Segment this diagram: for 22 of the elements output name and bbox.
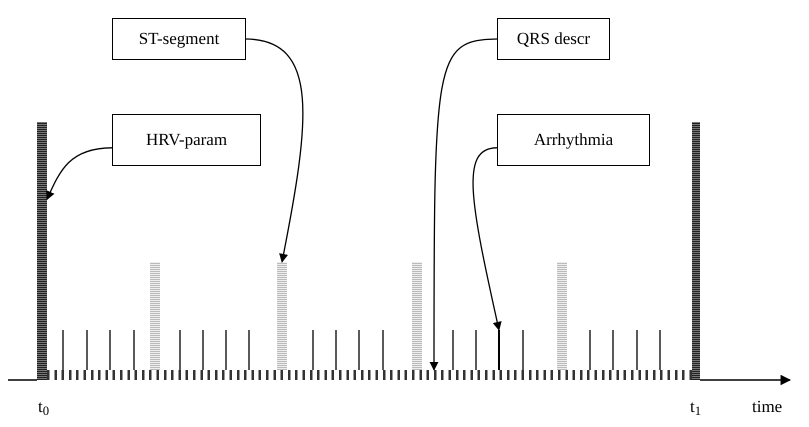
leader-arrow (472, 147, 502, 331)
segment-bar (277, 262, 287, 370)
segment-bar (557, 262, 567, 370)
axis-label: t$_{0}$ (38, 398, 50, 415)
segment-boundary-bar (692, 122, 700, 380)
box-text: ST-segment (138, 28, 220, 50)
leader-arrow (429, 38, 498, 371)
leader-arrow (246, 38, 304, 263)
segment-boundary-bar (37, 122, 47, 380)
segment-bar (412, 262, 422, 370)
axis-label: time (752, 398, 782, 415)
beat-marker (498, 330, 500, 370)
axis-label: t$_{1}$ (690, 398, 702, 415)
label-box (497, 18, 610, 60)
segment-bar (150, 262, 160, 370)
box-text: Arrhythmia (534, 129, 614, 151)
leader-arrow (46, 147, 112, 200)
label-box (112, 18, 246, 60)
label-box (112, 114, 261, 166)
box-text: HRV-param (146, 129, 228, 151)
box-text: QRS descr (516, 28, 590, 50)
label-box (497, 114, 650, 166)
